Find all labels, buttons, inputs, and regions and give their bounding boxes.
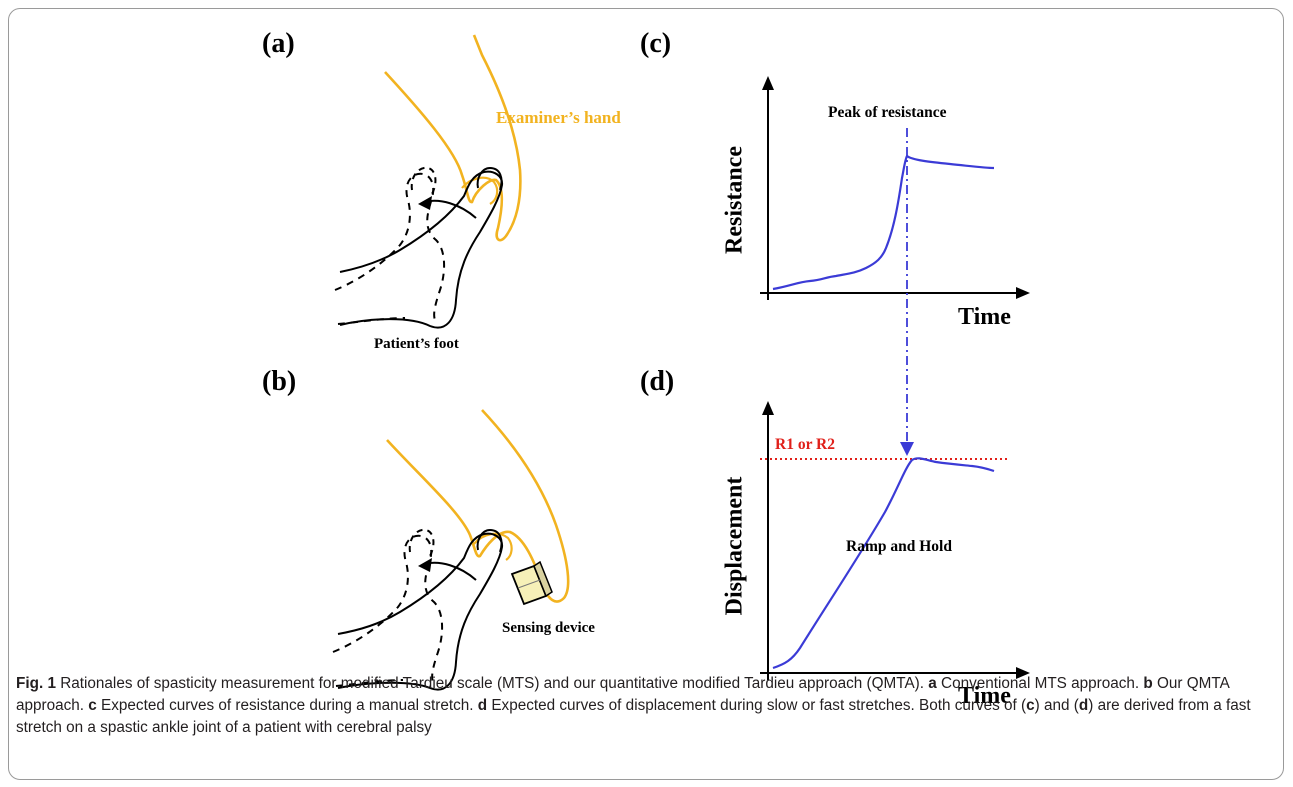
patient-toe-a: [476, 166, 503, 191]
peak-arrowhead: [900, 442, 914, 456]
caption-mid: ) and (: [1034, 697, 1079, 714]
caption-key-d: d: [477, 697, 488, 714]
d-xlabel: Time: [958, 683, 1011, 709]
rotation-arrow-b: [423, 561, 477, 581]
caption-intro: Rationales of spasticity measurement for…: [55, 675, 929, 692]
panel-label-c: (c): [640, 28, 672, 59]
c-x-axis-arrowhead: [1016, 287, 1030, 299]
examiner-hand-outline-a: [384, 34, 522, 242]
panel-a-drawing: [334, 34, 522, 329]
patient-foot-solid-a: [339, 170, 504, 329]
figure-frame: [8, 8, 1284, 780]
d-y-axis-arrowhead: [762, 401, 774, 415]
patient-foot-label: Patient’s foot: [374, 336, 459, 352]
caption-key-b: b: [1143, 675, 1153, 692]
rotation-arrow-a: [423, 199, 477, 219]
caption-key-c: c: [88, 697, 97, 714]
patient-sole-dashed-a: [337, 317, 406, 325]
caption-ref-d: d: [1078, 697, 1089, 714]
panel-d-chart: [760, 401, 1030, 680]
panel-c-chart: [760, 76, 1030, 456]
displacement-curve: [772, 457, 995, 670]
figure-caption: Fig. 1 Rationales of spasticity measurem…: [16, 673, 1271, 739]
panel-b-drawing: [332, 409, 570, 691]
examiner-thumb-b: [473, 532, 513, 561]
rotation-arrowhead-b: [418, 558, 432, 572]
threshold-label: R1 or R2: [775, 436, 835, 453]
patient-foot-dashed-a: [334, 172, 446, 323]
ramp-and-hold-label: Ramp and Hold: [846, 538, 952, 555]
patient-toe-b: [476, 528, 503, 553]
panel-label-d: (d): [640, 366, 675, 397]
caption-tail: ) are derived from a fast stretch on a s…: [16, 697, 1251, 736]
sensing-device-label: Sensing device: [502, 620, 595, 636]
caption-text-a: Conventional MTS approach.: [936, 675, 1144, 692]
rotation-arrowhead-a: [418, 196, 432, 210]
peak-of-resistance-label: Peak of resistance: [828, 104, 947, 121]
c-xlabel: Time: [958, 304, 1011, 330]
d-ylabel: Displacement: [721, 476, 748, 616]
sensing-device-icon: [510, 560, 553, 606]
c-ylabel: Resistance: [721, 146, 748, 254]
caption-key-a: a: [928, 675, 937, 692]
caption-text-d: Expected curves of displacement during s…: [487, 697, 1027, 714]
caption-text-b: Our QMTA approach.: [16, 675, 1229, 714]
caption-ref-c: c: [1026, 697, 1035, 714]
patient-foot-dashed-b: [332, 534, 444, 685]
examiner-hand-label: Examiner’s hand: [496, 108, 621, 127]
panel-label-a: (a): [262, 28, 295, 59]
caption-text-c: Expected curves of resistance during a m…: [96, 697, 478, 714]
patient-sole-dashed-b: [335, 679, 404, 687]
examiner-hand-outline-b: [386, 409, 570, 603]
d-x-axis-arrowhead: [1016, 667, 1030, 679]
caption-fig-label: Fig. 1: [16, 675, 56, 692]
resistance-curve: [772, 154, 995, 291]
c-y-axis-arrowhead: [762, 76, 774, 90]
panel-label-b: (b): [262, 366, 297, 397]
